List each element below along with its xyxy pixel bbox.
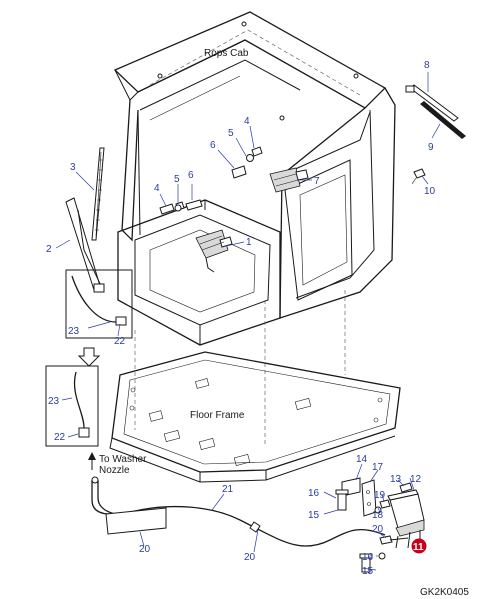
callout-20-right: 20 (372, 524, 384, 535)
callout-13: 13 (390, 474, 402, 485)
callout-22-lower: 22 (54, 432, 66, 443)
callout-23-lower: 23 (48, 396, 60, 407)
callout-4-upper: 4 (244, 116, 250, 127)
upper-bolt-set (231, 146, 263, 179)
callout-19: 19 (374, 490, 386, 501)
callout-20-left: 20 (139, 544, 151, 555)
callout-6-upper: 6 (210, 140, 216, 151)
callout-2: 2 (46, 244, 52, 255)
callout-15-upper: 15 (308, 510, 320, 521)
rear-washer-nozzle (411, 168, 426, 185)
drawing-code: GK2K0405 (420, 587, 469, 598)
front-wiper-motor (195, 229, 233, 273)
to-washer-label-2: Nozzle (99, 465, 130, 476)
floor-frame-label: Floor Frame (190, 410, 245, 421)
callout-9: 9 (428, 142, 434, 153)
tank-bracket (341, 477, 377, 517)
callout-8: 8 (424, 60, 430, 71)
callout-5-left: 5 (174, 174, 180, 185)
callout-10: 10 (424, 186, 436, 197)
rear-wiper-motor (269, 167, 309, 193)
leader-lines (55, 72, 441, 571)
front-wiper-blade (91, 147, 105, 241)
front-wiper-arm (65, 197, 105, 293)
callout-20-center: 20 (244, 552, 256, 563)
callout-15-lower: 15 (362, 566, 374, 577)
callout-17: 17 (372, 462, 384, 473)
callout-16-upper: 16 (308, 488, 320, 499)
left-bolt-set (159, 199, 203, 215)
callout-21: 21 (222, 484, 234, 495)
callout-14: 14 (356, 454, 368, 465)
detail-arrow (77, 347, 101, 367)
hose-detail-upper (65, 269, 133, 339)
rear-wiper-blade (420, 101, 466, 139)
to-washer-label-1: To Washer (99, 454, 147, 465)
callout-3: 3 (70, 162, 76, 173)
callout-1: 1 (246, 237, 252, 248)
rops-cab (113, 11, 396, 445)
highlighted-callout-11[interactable]: 11 (411, 538, 427, 554)
to-washer-arrow (88, 452, 96, 470)
rear-wiper-arm (405, 84, 459, 122)
callout-7: 7 (314, 176, 320, 187)
floor-frame (109, 351, 401, 483)
bolts-15-16-18-19 (335, 489, 391, 573)
callout-12: 12 (410, 474, 422, 485)
callout-22-upper: 22 (114, 336, 126, 347)
washer-hose (91, 476, 409, 547)
callout-5-upper: 5 (228, 128, 234, 139)
hose-detail-lower (45, 365, 99, 447)
callout-4-left: 4 (154, 183, 160, 194)
rops-cab-label: Rops Cab (204, 48, 249, 59)
callout-numbers: 1 2 3 4 5 6 4 5 6 7 8 9 10 23 22 23 22 2… (46, 60, 436, 577)
callout-6-left: 6 (188, 170, 194, 181)
washer-tank (387, 482, 425, 549)
callout-11: 11 (413, 542, 424, 553)
callout-18: 18 (372, 510, 384, 521)
callout-16-lower: 16 (362, 552, 374, 563)
callout-23-upper: 23 (68, 326, 80, 337)
